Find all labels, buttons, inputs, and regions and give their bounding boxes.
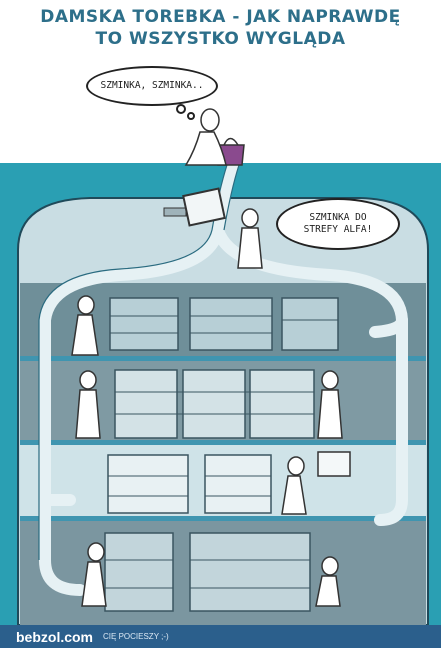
footer-bar: bebzol.com CIĘ POCIESZY ;-) bbox=[0, 625, 441, 648]
surveillance-monitor bbox=[182, 187, 226, 227]
monitor-arm bbox=[163, 207, 187, 217]
thought-dot bbox=[187, 112, 195, 120]
speech-text-top: SZMINKA, SZMINKA.. bbox=[100, 80, 204, 91]
comic-title: DAMSKA TOREBKA - JAK NAPRAWDĘ TO WSZYSTK… bbox=[0, 6, 441, 50]
speech-bubble-top: SZMINKA, SZMINKA.. bbox=[86, 66, 218, 106]
woman-figure bbox=[184, 108, 227, 166]
computer-terminal bbox=[317, 451, 351, 477]
shelves-floor-4 bbox=[104, 532, 311, 612]
title-line-2: TO WSZYSTKO WYGLĄDA bbox=[95, 29, 346, 49]
shelves-floor-2 bbox=[114, 369, 315, 439]
site-slogan: CIĘ POCIESZY ;-) bbox=[103, 632, 169, 641]
site-logo-link[interactable]: bebzol.com bbox=[16, 628, 94, 645]
shelves-floor-1 bbox=[109, 297, 339, 351]
floor-divider-1 bbox=[20, 356, 426, 361]
floor-divider-3 bbox=[20, 516, 426, 521]
shelves-floor-3 bbox=[107, 454, 272, 514]
speech-text-bottom: SZMINKA DO STREFY ALFA! bbox=[303, 212, 373, 235]
worker-figures bbox=[71, 208, 343, 607]
floor-divider-2 bbox=[20, 440, 426, 445]
speech-bubble-bottom: SZMINKA DO STREFY ALFA! bbox=[276, 198, 400, 250]
comic-illustration bbox=[17, 108, 429, 625]
handbag-strap bbox=[223, 137, 239, 146]
title-line-1: DAMSKA TOREBKA - JAK NAPRAWDĘ bbox=[40, 7, 401, 27]
thought-dot bbox=[176, 104, 186, 114]
